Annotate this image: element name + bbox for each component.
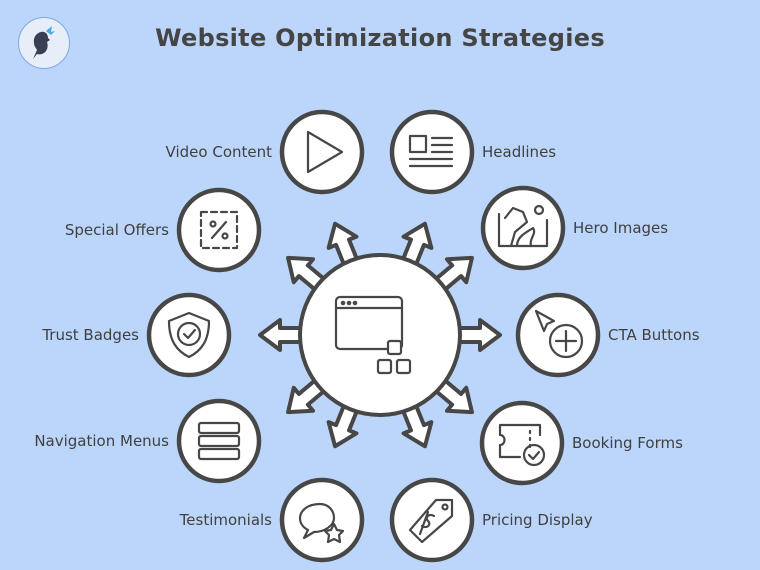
article-icon <box>408 134 454 168</box>
strategy-node <box>480 185 566 271</box>
strategy-label: Booking Forms <box>572 434 683 452</box>
ticket-check-icon <box>498 423 546 467</box>
landscape-image-icon <box>497 204 549 248</box>
strategy-node <box>279 477 365 563</box>
strategy-node <box>279 109 365 195</box>
strategy-node <box>176 187 262 273</box>
strategy-label: Navigation Menus <box>34 432 169 450</box>
menu-bars-icon <box>197 421 241 461</box>
strategy-label: Video Content <box>165 143 272 161</box>
strategy-node <box>515 292 601 378</box>
play-icon <box>306 130 344 174</box>
strategy-label: CTA Buttons <box>608 326 700 344</box>
percent-tag-icon <box>199 210 239 250</box>
strategy-node <box>389 477 475 563</box>
speech-star-icon <box>298 502 345 544</box>
logo <box>18 17 70 69</box>
strategy-label: Trust Badges <box>42 326 139 344</box>
strategy-label: Pricing Display <box>482 511 593 529</box>
strategy-label: Special Offers <box>64 221 169 239</box>
strategy-node <box>389 109 475 195</box>
shield-check-icon <box>167 311 211 359</box>
strategy-label: Testimonials <box>179 511 272 529</box>
strategy-node <box>479 400 565 486</box>
strategy-node <box>146 292 232 378</box>
browser-window-icon <box>334 295 412 375</box>
price-tag-icon <box>408 498 454 544</box>
page-title: Website Optimization Strategies <box>155 24 605 52</box>
central-hub <box>298 253 462 417</box>
strategy-label: Headlines <box>482 143 557 161</box>
cursor-plus-icon <box>534 309 584 359</box>
strategy-node <box>176 398 262 484</box>
strategy-label: Hero Images <box>573 219 669 237</box>
woman-silhouette-icon <box>33 26 55 59</box>
